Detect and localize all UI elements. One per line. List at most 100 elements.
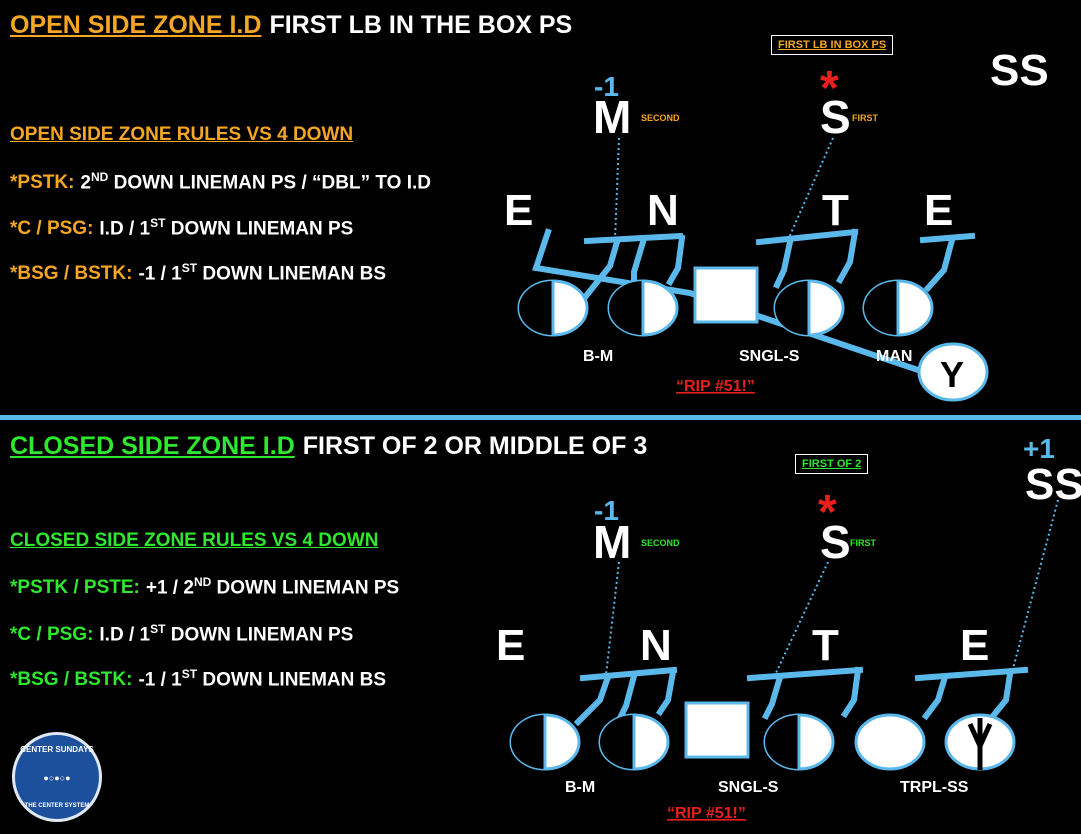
- top-m-read-line: [614, 137, 620, 241]
- bottom-defender-e-right: E: [960, 621, 989, 670]
- bottom-sngl-path-b: [840, 666, 862, 719]
- bottom-ol-2: [598, 713, 670, 771]
- top-defender-s: S: [820, 91, 851, 143]
- bottom-defender-ss: SS: [1025, 460, 1081, 509]
- rule-text-post: DOWN LINEMAN PS: [165, 624, 354, 646]
- top-defender-ss: SS: [990, 46, 1049, 95]
- top-man-path-a: [923, 236, 956, 293]
- bottom-rules-heading: CLOSED SIDE ZONE RULES VS 4 DOWN: [10, 530, 379, 551]
- bottom-m-read-line: [605, 561, 620, 676]
- top-center-square: [693, 266, 759, 324]
- bottom-defender-n: N: [640, 621, 672, 670]
- top-offensive-line: Y: [517, 266, 989, 402]
- top-defender-e-left: E: [504, 186, 533, 235]
- rule-text-post: DOWN LINEMAN BS: [197, 669, 387, 691]
- bottom-rule-bsg-bstk: *BSG / BSTK:-1 / 1ST DOWN LINEMAN BS: [10, 667, 386, 691]
- bottom-title-rest: FIRST OF 2 OR MIDDLE OF 3: [302, 432, 648, 460]
- logo-bottom-text: THE CENTER SYSTEM: [24, 803, 90, 809]
- top-label-man: MAN: [876, 348, 912, 365]
- bottom-title-lead: CLOSED SIDE ZONE I.D: [10, 432, 295, 460]
- rule-text-sup: ST: [150, 622, 166, 636]
- rule-text-post: DOWN LINEMAN PS: [165, 218, 354, 240]
- bottom-s-read-line: [774, 561, 829, 676]
- bottom-defender-s: S: [820, 516, 851, 568]
- rule-tag: *C / PSG:: [10, 218, 94, 240]
- top-y-label: Y: [940, 354, 964, 395]
- bottom-defender-e-left: E: [496, 621, 525, 670]
- bottom-trpl-path: [914, 666, 1029, 682]
- bottom-rule-pstk-pste: *PSTK / PSTE:+1 / 2ND DOWN LINEMAN PS: [10, 575, 399, 599]
- rule-text-sup: ST: [150, 216, 166, 230]
- bottom-rip-call: “RIP #51!”: [667, 805, 746, 822]
- top-diagram: -1 M SECOND * S FIRST SS E N T E: [504, 46, 1049, 402]
- top-pstk-path: [835, 228, 859, 285]
- bottom-offensive-line: [509, 701, 1016, 771]
- top-rule-c-psg: *C / PSG:I.D / 1ST DOWN LINEMAN PS: [10, 216, 353, 240]
- top-bsg-path: [583, 232, 684, 245]
- top-defender-m: M: [593, 91, 631, 143]
- top-rule-bsg-bstk: *BSG / BSTK:-1 / 1ST DOWN LINEMAN BS: [10, 261, 386, 285]
- top-ol-4: [773, 279, 845, 337]
- bottom-ol-4: [763, 713, 835, 771]
- bottom-ol-1: [509, 713, 581, 771]
- top-center-path-b: [665, 234, 686, 287]
- bottom-s-star: *: [818, 486, 837, 539]
- rule-text-pre: -1 / 1: [138, 263, 182, 285]
- rule-text-sup: ST: [181, 261, 198, 275]
- top-title-lead: OPEN SIDE ZONE I.D: [10, 11, 262, 39]
- bottom-label-trpl: TRPL-SS: [900, 779, 969, 796]
- rule-text-pre: I.D / 1: [99, 624, 151, 646]
- top-bsg-path-a: [581, 238, 621, 301]
- bottom-rule-c-psg: *C / PSG:I.D / 1ST DOWN LINEMAN PS: [10, 622, 353, 646]
- top-rule-pstk: *PSTK:2ND DOWN LINEMAN PS / “DBL” TO I.D: [10, 170, 431, 194]
- top-s-first-tag: FIRST: [852, 113, 879, 123]
- bottom-ss-plus-one: +1: [1023, 433, 1055, 464]
- rule-tag: *BSG / BSTK:: [10, 263, 133, 285]
- top-man-path: [919, 232, 976, 244]
- top-label-sngl: SNGL-S: [739, 348, 800, 365]
- top-rip-call: “RIP #51!”: [676, 378, 755, 395]
- center-sundays-logo: CENTER SUNDAYS ●○●○● THE CENTER SYSTEM: [12, 732, 102, 822]
- top-box-label: FIRST LB IN BOX PS: [771, 35, 894, 55]
- rule-text-pre: -1 / 1: [138, 669, 182, 691]
- top-rules-heading: OPEN SIDE ZONE RULES VS 4 DOWN: [10, 124, 354, 145]
- top-s-star: *: [820, 62, 839, 115]
- bottom-trpl-path-b: [988, 670, 1014, 721]
- rule-text-pre: +1 / 2: [145, 577, 194, 599]
- top-psg-path-a: [773, 238, 794, 289]
- top-title-rest: FIRST LB IN THE BOX PS: [269, 11, 573, 39]
- bottom-ss-read-line: [1009, 499, 1059, 681]
- brain-icon: ●○●○●: [43, 773, 71, 783]
- top-m-minus-one: -1: [594, 71, 619, 102]
- bottom-sngl-path-a: [761, 673, 784, 721]
- bottom-m-second-tag: SECOND: [641, 538, 680, 548]
- rule-text-pre: I.D / 1: [99, 218, 151, 240]
- bottom-diagram: -1 M SECOND * S FIRST +1 SS E N T E: [496, 433, 1081, 822]
- rule-tag: *C / PSG:: [10, 624, 94, 646]
- top-ol-1: [517, 279, 589, 337]
- rule-text-sup: ND: [193, 575, 212, 589]
- bottom-center-square: [684, 701, 750, 759]
- top-y-circle: [917, 342, 989, 402]
- bottom-defender-m: M: [593, 516, 631, 568]
- top-center-path: [631, 238, 647, 289]
- rule-text-sup: ND: [90, 170, 109, 184]
- bottom-ol-5: [854, 713, 926, 771]
- top-m-second-tag: SECOND: [641, 113, 680, 123]
- bottom-label-bm: B-M: [565, 779, 595, 796]
- bottom-bm-path-c: [655, 668, 677, 717]
- rule-text-post: DOWN LINEMAN PS: [211, 577, 400, 599]
- bottom-bm-path-b: [615, 672, 638, 723]
- bottom-label-sngl: SNGL-S: [718, 779, 779, 796]
- bottom-te-fork-icon: [967, 718, 993, 770]
- rule-tag: *PSTK / PSTE:: [10, 577, 140, 599]
- bottom-bm-path: [579, 666, 678, 682]
- rule-text-post: DOWN LINEMAN BS: [197, 263, 387, 285]
- rule-tag: *BSG / BSTK:: [10, 669, 133, 691]
- top-s-read-line: [787, 137, 834, 241]
- rule-text-sup: ST: [181, 667, 198, 681]
- logo-top-text: CENTER SUNDAYS: [20, 745, 94, 754]
